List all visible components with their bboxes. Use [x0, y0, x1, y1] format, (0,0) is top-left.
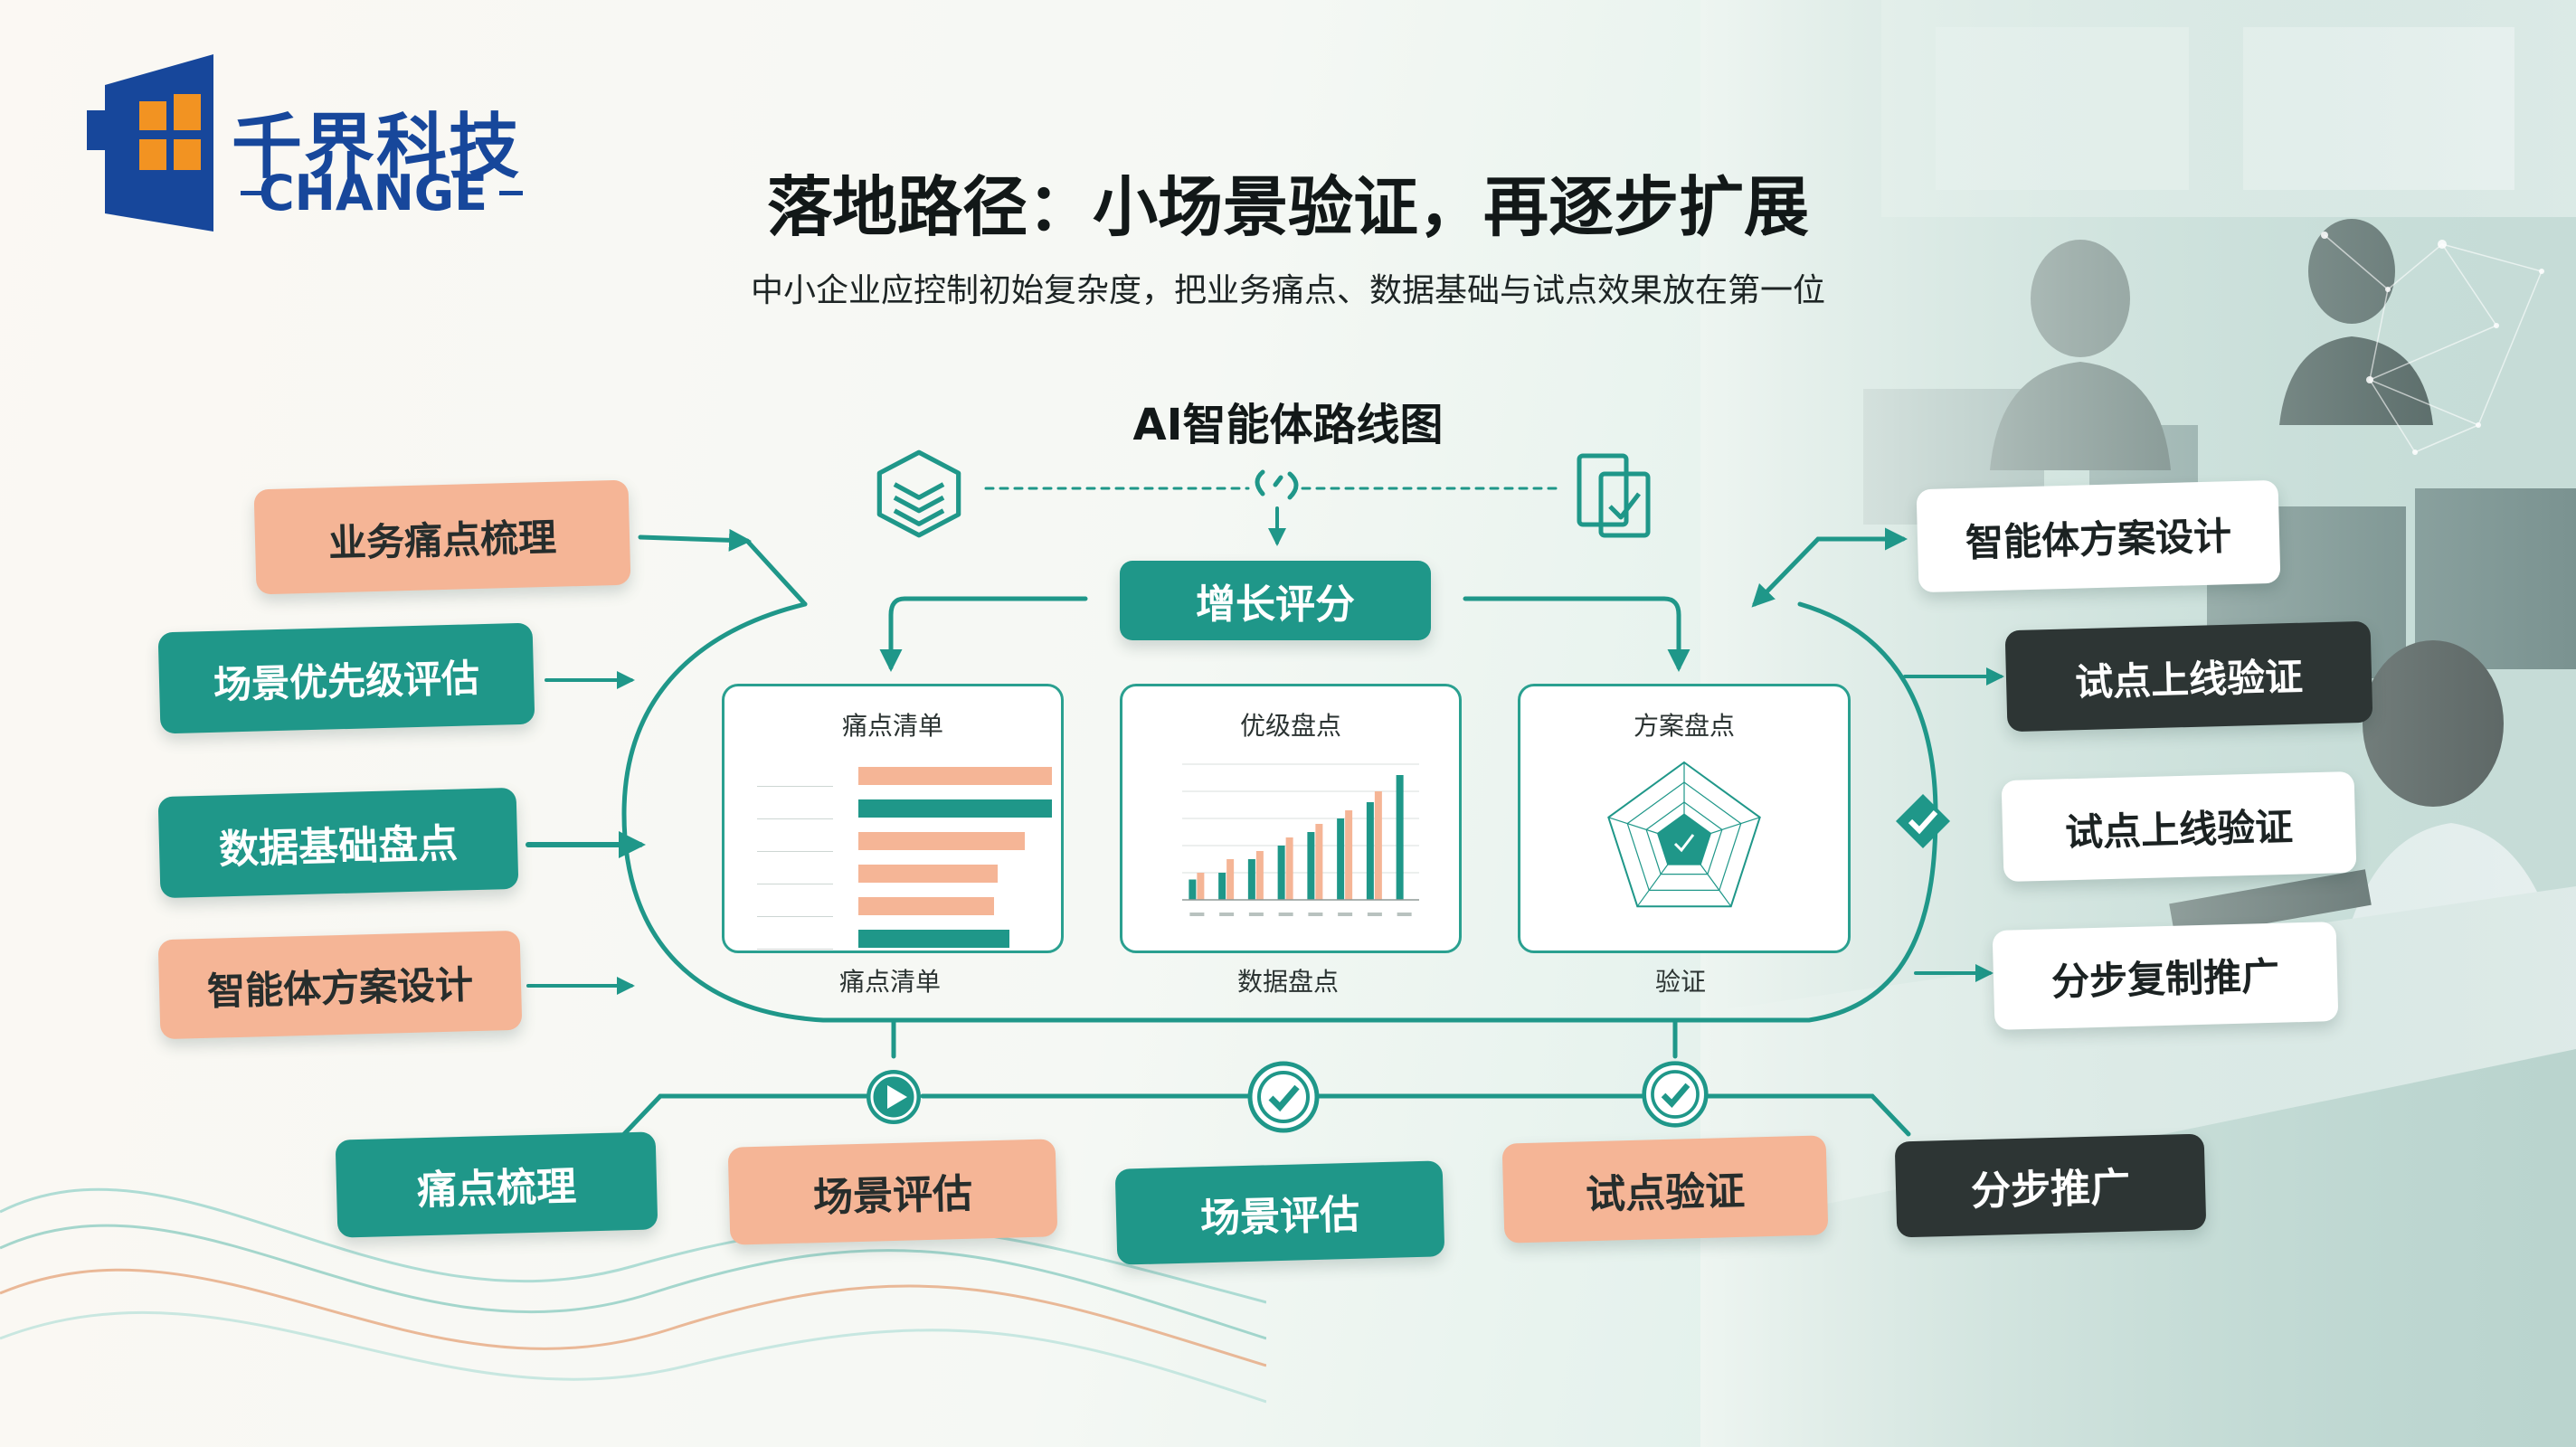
inventory-tick	[1248, 913, 1264, 916]
pain-list-bar	[858, 930, 1009, 948]
right-step-1[interactable]: 智能体方案设计	[1916, 479, 2281, 593]
inventory-bar	[1255, 851, 1264, 900]
pain-list-row-label	[757, 831, 833, 852]
left-step-4[interactable]: 智能体方案设计	[157, 930, 523, 1040]
page-title: 落地路径：小场景验证，再逐步扩展	[766, 169, 1809, 245]
inventory-tick	[1219, 913, 1235, 916]
inventory-tick	[1278, 913, 1293, 916]
pain-list-row	[752, 799, 1052, 819]
inventory-bar	[1307, 832, 1315, 900]
pain-list-caption: 痛点清单	[838, 967, 941, 997]
right-step-3[interactable]: 试点上线验证	[2001, 771, 2357, 883]
roadmap-title: AI智能体路线图	[1132, 400, 1444, 450]
pain-list-row-label	[757, 896, 833, 917]
right-step-2[interactable]: 试点上线验证	[2004, 620, 2373, 733]
pain-list-title: 痛点清单	[841, 711, 943, 741]
inventory-bar	[1189, 879, 1197, 900]
left-step-1[interactable]: 业务痛点梳理	[253, 479, 631, 595]
plan-radar-chart	[1607, 761, 1761, 908]
brand-logo: 千界科技 CHANGE	[87, 54, 557, 235]
document-check-icon	[1577, 453, 1651, 538]
logo-mark-icon	[87, 54, 213, 232]
left-step-2[interactable]: 场景优先级评估	[157, 622, 535, 734]
inventory-bar	[1226, 859, 1235, 900]
bottom-step-2[interactable]: 场景评估	[727, 1139, 1058, 1245]
right-step-4[interactable]: 分步复制推广	[1992, 922, 2339, 1030]
inventory-title: 优级盘点	[1239, 711, 1341, 741]
decorative-waves	[0, 1187, 1266, 1404]
inventory-bar	[1345, 810, 1353, 900]
check-circle-icon	[1247, 1061, 1320, 1133]
pain-list-row-label	[757, 799, 833, 819]
pain-list-bar	[858, 767, 1052, 785]
pain-list-row	[752, 929, 1036, 950]
logo-rule-left	[241, 191, 262, 195]
layers-icon	[876, 449, 961, 538]
inventory-bar	[1337, 818, 1345, 900]
inventory-chart	[1182, 763, 1419, 916]
brand-name-cn: 千界科技	[232, 107, 522, 188]
growth-score-button[interactable]: 增长评分	[1120, 561, 1431, 640]
inventory-panel: 优级盘点	[1120, 684, 1462, 953]
radar-value-area	[1656, 813, 1712, 865]
frame-outline	[621, 601, 1938, 1023]
left-step-3[interactable]: 数据基础盘点	[157, 787, 519, 899]
radar-ring	[1607, 761, 1761, 908]
link-icon	[1255, 469, 1299, 500]
brand-name-en: CHANGE	[259, 165, 488, 222]
bottom-step-5[interactable]: 分步推广	[1894, 1133, 2207, 1238]
pain-list-bar	[858, 799, 1052, 818]
inventory-bar	[1374, 791, 1382, 900]
inventory-bar	[1315, 824, 1323, 900]
pain-list-row	[752, 766, 1052, 787]
inventory-bar	[1366, 802, 1374, 900]
inventory-bar	[1396, 775, 1404, 900]
bottom-step-1[interactable]: 痛点梳理	[335, 1131, 658, 1238]
pain-list-bar	[858, 832, 1026, 850]
bottom-step-3[interactable]: 场景评估	[1114, 1160, 1445, 1265]
pain-list-row	[752, 896, 1036, 917]
inventory-tick	[1189, 913, 1205, 916]
plan-caption: 验证	[1654, 967, 1706, 997]
check-circle-icon	[1642, 1061, 1709, 1128]
radar-ring	[1645, 801, 1723, 875]
radar-ring	[1626, 781, 1742, 891]
play-icon	[867, 1070, 921, 1124]
inventory-caption: 数据盘点	[1236, 967, 1339, 997]
pain-list-panel: 痛点清单	[722, 684, 1064, 953]
page-subtitle: 中小企业应控制初始复杂度，把业务痛点、数据基础与试点效果放在第一位	[750, 272, 1825, 309]
inventory-bar	[1197, 873, 1205, 900]
radar-check-icon	[1673, 834, 1695, 853]
inventory-bar	[1218, 873, 1226, 900]
check-icon	[1896, 794, 1950, 848]
pain-list-bar	[858, 897, 994, 915]
pain-list-row-label	[757, 929, 833, 950]
pain-list-row-label	[757, 766, 833, 787]
inventory-bar	[1285, 837, 1293, 900]
pain-list-row	[752, 864, 1036, 884]
pain-list-row-label	[757, 864, 833, 884]
pain-list-bar	[858, 865, 999, 883]
plan-title: 方案盘点	[1633, 711, 1735, 741]
inventory-tick	[1338, 913, 1353, 916]
pain-list-row	[752, 831, 1036, 852]
inventory-tick	[1367, 913, 1382, 916]
inventory-tick	[1397, 913, 1412, 916]
inventory-bar	[1247, 859, 1255, 900]
inventory-tick	[1308, 913, 1323, 916]
inventory-bar	[1277, 846, 1285, 900]
plan-panel: 方案盘点	[1518, 684, 1851, 953]
bottom-step-4[interactable]: 试点验证	[1501, 1135, 1829, 1244]
logo-rule-right	[499, 191, 523, 195]
